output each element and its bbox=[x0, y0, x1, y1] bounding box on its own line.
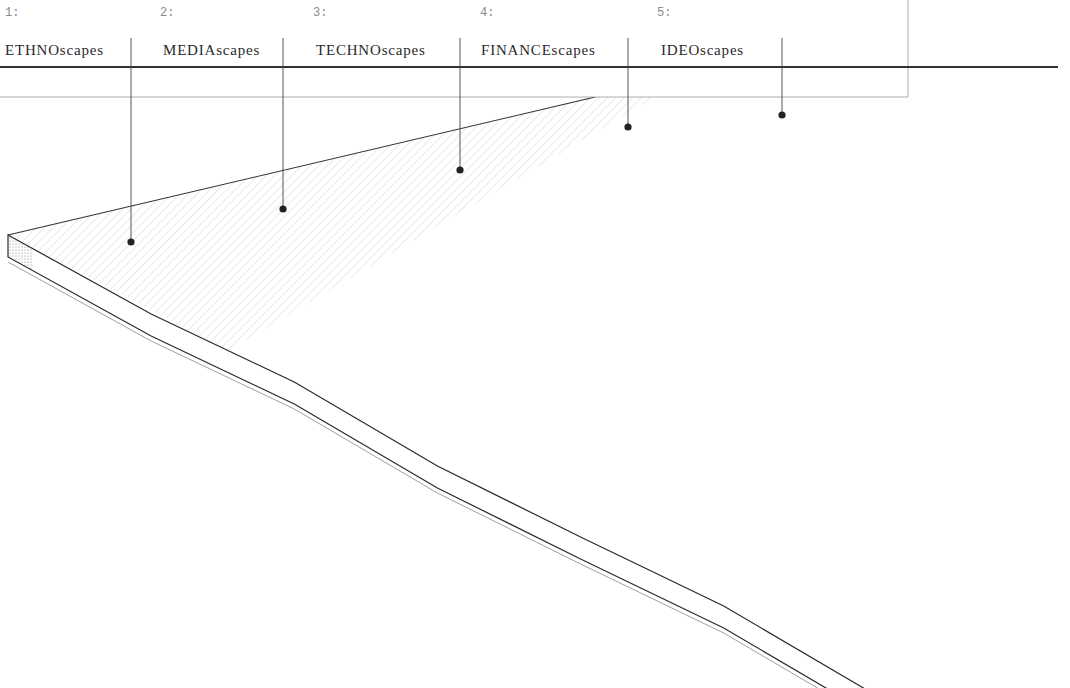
scape-name: MEDIAscapes bbox=[163, 42, 260, 59]
label-text: 4: bbox=[480, 6, 494, 20]
callout-number: 2: bbox=[160, 6, 174, 20]
leader-dot bbox=[127, 238, 134, 245]
label-text: 1: bbox=[5, 6, 19, 20]
leader-dot bbox=[279, 205, 286, 212]
hatching bbox=[8, 97, 655, 351]
leader-dot bbox=[456, 166, 463, 173]
leader-dot bbox=[778, 111, 785, 118]
rule bbox=[0, 66, 1058, 68]
scape-name: IDEOscapes bbox=[661, 42, 744, 59]
label-text: TECHNOscapes bbox=[316, 42, 426, 58]
leader-line bbox=[782, 38, 783, 115]
label-text: IDEOscapes bbox=[661, 42, 744, 58]
leader-line bbox=[283, 38, 284, 209]
slabs bbox=[8, 97, 1070, 688]
leader-line bbox=[131, 38, 132, 242]
label-text: ETHNOscapes bbox=[5, 42, 104, 58]
label-text: 5: bbox=[657, 6, 671, 20]
label-text: FINANCEscapes bbox=[481, 42, 596, 58]
label-text: 3: bbox=[313, 6, 327, 20]
callout-number: 1: bbox=[5, 6, 19, 20]
leader-dot bbox=[624, 123, 631, 130]
slab bbox=[8, 97, 1070, 688]
leader-line bbox=[628, 38, 629, 127]
callout-number: 3: bbox=[313, 6, 327, 20]
callout-number: 4: bbox=[480, 6, 494, 20]
frame bbox=[908, 0, 909, 97]
scape-name: ETHNOscapes bbox=[5, 42, 104, 59]
frame bbox=[0, 97, 908, 98]
callout-number: 5: bbox=[657, 6, 671, 20]
slab-face bbox=[8, 235, 1070, 688]
scape-name: TECHNOscapes bbox=[316, 42, 426, 59]
label-text: MEDIAscapes bbox=[163, 42, 260, 58]
scape-name: FINANCEscapes bbox=[481, 42, 596, 59]
label-text: 2: bbox=[160, 6, 174, 20]
leader-line bbox=[460, 38, 461, 170]
stipple bbox=[8, 235, 33, 271]
